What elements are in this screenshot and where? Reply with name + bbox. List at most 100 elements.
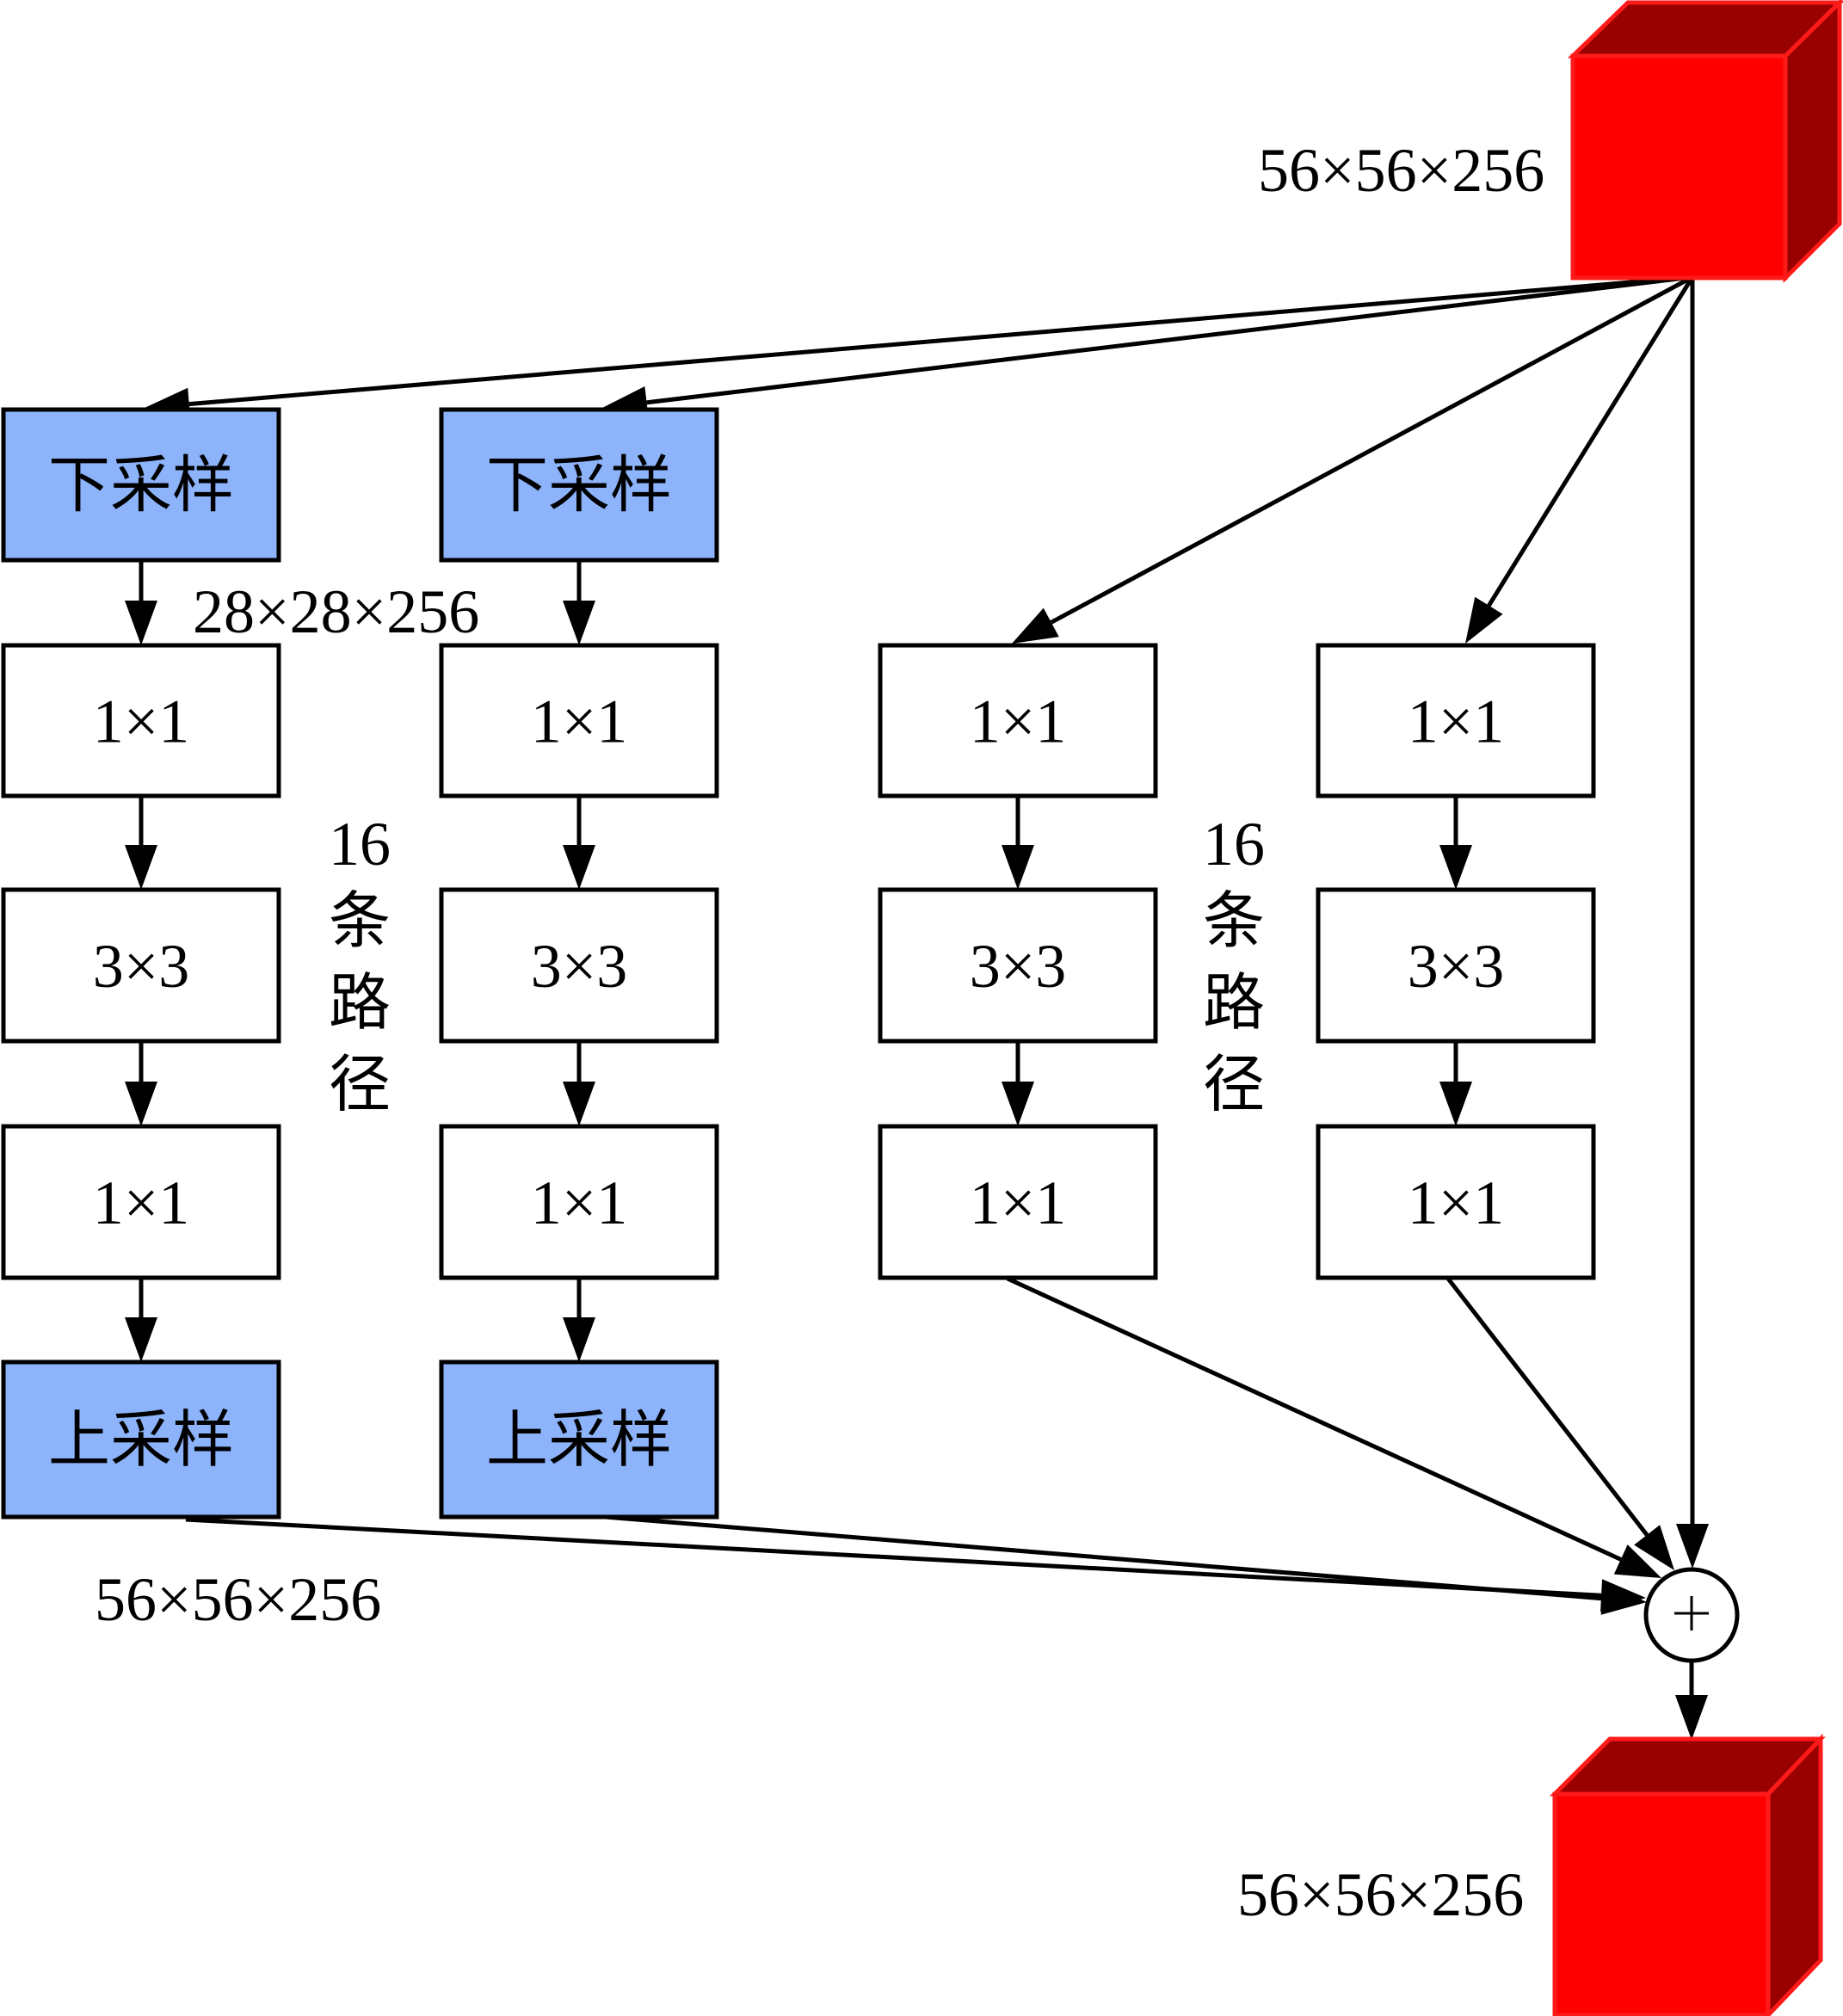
arrow-line: [1487, 275, 1695, 607]
conv-block: 1×1: [878, 643, 1158, 798]
flow-arrow: [1002, 796, 1034, 890]
block-rect: [439, 643, 719, 798]
upsample-block: 上采样: [439, 1359, 719, 1520]
output-tensor-cube: [1549, 1733, 1826, 2016]
block-rect: [878, 1124, 1158, 1280]
conv-block: 3×3: [1316, 887, 1596, 1044]
arrow-line: [1446, 1277, 1649, 1537]
sum-to-output-arrow: [1675, 1662, 1708, 1740]
block-rect: [1316, 887, 1596, 1044]
path-2-to-sum-arrow: [573, 1512, 1647, 1615]
downsample-block: 下采样: [1, 407, 281, 563]
arrowhead-icon: [125, 1082, 157, 1126]
block-rect: [1, 1359, 281, 1520]
block-label: 1×1: [531, 1168, 628, 1237]
group-char: 路: [1203, 969, 1265, 1038]
block-rect: [439, 1124, 719, 1280]
input-cube-front-face: [1570, 53, 1788, 281]
group-label-left: 16 条 路 径: [329, 810, 391, 1119]
conv-block: 1×1: [439, 643, 719, 798]
group-char: 条: [1203, 887, 1265, 956]
block-label: 1×1: [93, 1168, 190, 1237]
block-rect: [1, 643, 281, 798]
block-label: 1×1: [970, 1168, 1067, 1237]
arrowhead-icon: [1439, 845, 1472, 890]
block-rect: [878, 643, 1158, 798]
path-1: 下采样 1×1 3×3 1×1 上采样: [1, 407, 281, 1520]
input-to-path-2-arrow: [602, 274, 1693, 419]
arrowhead-icon: [563, 1317, 595, 1362]
block-label: 1×1: [1408, 687, 1505, 756]
arrowhead-icon: [125, 601, 157, 645]
group-char: 径: [1203, 1051, 1265, 1119]
conv-block: 3×3: [439, 887, 719, 1044]
conv-block: 1×1: [1316, 1124, 1596, 1280]
arrowhead-icon: [125, 1317, 157, 1362]
flow-arrow: [563, 1041, 595, 1126]
block-label: 3×3: [1408, 932, 1505, 1001]
group-count: 16: [329, 810, 391, 879]
arrow-line: [188, 274, 1693, 407]
group-char: 径: [329, 1051, 391, 1119]
flow-arrow: [125, 796, 157, 890]
conv-block: 1×1: [1, 1124, 281, 1280]
blocks: 下采样1×13×31×1上采样下采样1×13×31×1上采样1×13×31×11…: [1, 407, 1596, 1520]
arrow-line: [1050, 274, 1694, 625]
block-label: 1×1: [970, 687, 1067, 756]
flow-arrow: [125, 1278, 157, 1362]
conv-block: 1×1: [878, 1124, 1158, 1280]
flow-arrow: [125, 560, 157, 645]
arrowhead-icon: [563, 845, 595, 890]
block-label: 下采样: [48, 452, 234, 521]
block-label: 1×1: [93, 687, 190, 756]
block-rect: [1, 1124, 281, 1280]
upsample-block: 上采样: [1, 1359, 281, 1520]
input-tensor-cube: [1567, 0, 1843, 284]
path-3: 1×1 3×3 1×1: [878, 643, 1158, 1280]
group-char: 条: [329, 887, 391, 956]
input-size-label: 56×56×256: [1258, 136, 1544, 205]
block-label: 3×3: [93, 932, 190, 1001]
arrowhead-icon: [1002, 1082, 1034, 1126]
group-count: 16: [1203, 810, 1265, 879]
group-label-right: 16 条 路 径: [1203, 810, 1265, 1119]
path-1-to-sum-arrow: [185, 1517, 1646, 1612]
block-rect: [1316, 1124, 1596, 1280]
flow-arrow: [125, 1041, 157, 1126]
arrowhead-icon: [1012, 607, 1059, 644]
downsampled-size-label: 28×28×256: [193, 577, 479, 646]
arrowhead-icon: [1634, 1525, 1674, 1570]
arrowhead-icon: [563, 1082, 595, 1126]
arrowhead-icon: [563, 601, 595, 645]
block-rect: [878, 887, 1158, 1044]
flow-arrow: [563, 796, 595, 890]
arrowhead-icon: [1002, 845, 1034, 890]
arrow-line: [573, 1512, 1603, 1601]
upsampled-size-label: 56×56×256: [95, 1565, 381, 1634]
block-rect: [439, 1359, 719, 1520]
block-label: 上采样: [486, 1406, 672, 1475]
output-size-label: 56×56×256: [1237, 1860, 1524, 1929]
flow-arrow: [563, 1278, 595, 1362]
flow-arrow: [1002, 1041, 1034, 1126]
arrowhead-icon: [1676, 1524, 1709, 1569]
block-rect: [1, 887, 281, 1044]
arrowhead-icon: [1600, 1581, 1647, 1615]
block-rect: [439, 887, 719, 1044]
arrowhead-icon: [1675, 1695, 1708, 1740]
path-4-to-sum-arrow: [1446, 1277, 1674, 1570]
block-label: 3×3: [531, 932, 628, 1001]
conv-block: 1×1: [1316, 643, 1596, 798]
block-label: 3×3: [970, 932, 1067, 1001]
arrowhead-icon: [125, 845, 157, 890]
path-3-to-sum-arrow: [1006, 1276, 1661, 1578]
block-label: 1×1: [1408, 1168, 1505, 1237]
conv-block: 3×3: [1, 887, 281, 1044]
arrowhead-icon: [1613, 1544, 1661, 1578]
output-cube-front-face: [1552, 1791, 1771, 2016]
block-rect: [439, 407, 719, 563]
input-to-path-4-arrow: [1465, 275, 1695, 644]
conv-block: 3×3: [878, 887, 1158, 1044]
